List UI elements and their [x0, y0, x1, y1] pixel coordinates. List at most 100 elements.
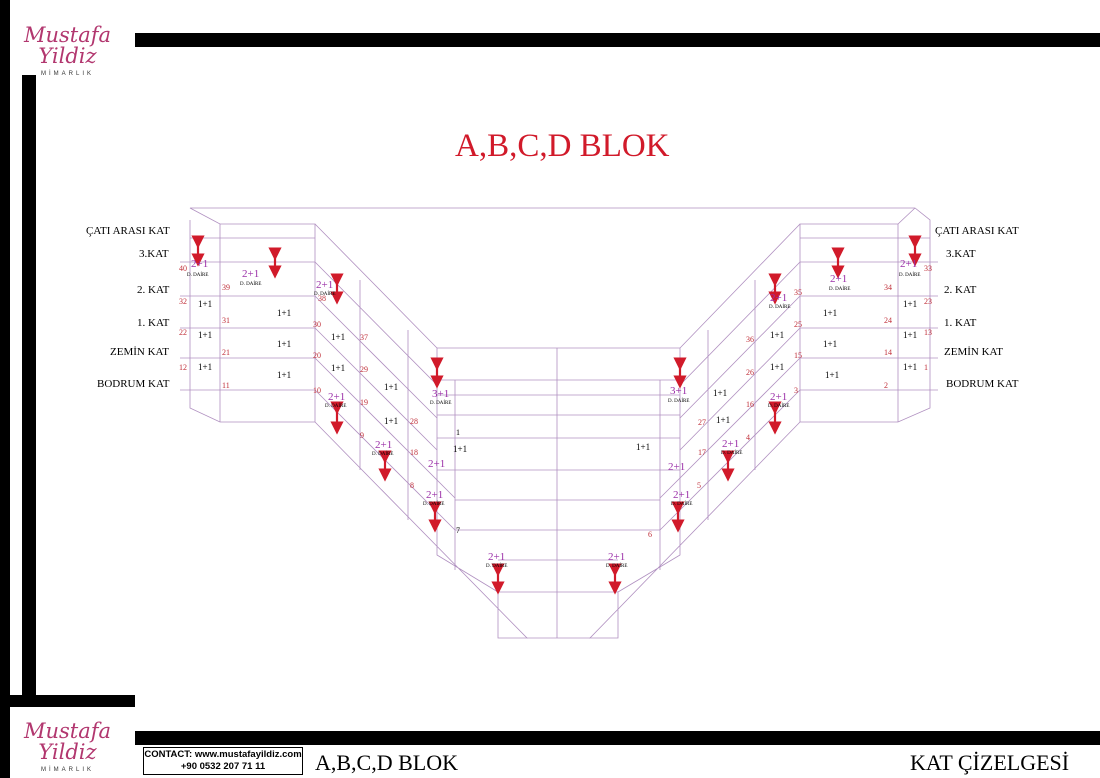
- unit-type-label: 1+1: [277, 308, 291, 318]
- contact-line-phone: +90 0532 207 71 11: [180, 761, 266, 772]
- floor-label-left-ground: ZEMİN KAT: [110, 346, 169, 358]
- unit-number: 36: [746, 335, 754, 344]
- unit-number: 19: [360, 398, 368, 407]
- unit-type-label: 1+1: [716, 415, 730, 425]
- unit-number: 35: [794, 288, 802, 297]
- duplex-label: D. DAİRE: [430, 400, 451, 406]
- contact-box: CONTACT: www.mustafayildiz.com +90 0532 …: [143, 747, 303, 775]
- unit-number: 33: [924, 264, 932, 273]
- unit-number: 40: [179, 264, 187, 273]
- unit-number: 5: [697, 481, 701, 490]
- duplex-label: D. DAİRE: [671, 501, 692, 507]
- unit-type-label: 3+1: [432, 388, 449, 400]
- logo-sub: MİMARLIK: [40, 71, 94, 77]
- unit-type-label: 2+1: [426, 489, 443, 501]
- unit-type-label: 2+1: [608, 551, 625, 563]
- frame-bottom-left: [10, 695, 135, 707]
- floor-label-left-3: 3.KAT: [139, 248, 169, 260]
- unit-type-label: 1+1: [198, 299, 212, 309]
- duplex-label: D. DAİRE: [372, 451, 393, 457]
- unit-type-label: 1+1: [903, 330, 917, 340]
- unit-type-label: 1+1: [453, 444, 467, 454]
- footer-block-name: A,B,C,D BLOK: [315, 750, 459, 775]
- unit-number: 12: [179, 363, 187, 372]
- unit-number: 16: [746, 400, 754, 409]
- unit-number: 34: [884, 283, 892, 292]
- unit-type-label: 2+1: [770, 292, 787, 304]
- unit-type-label: 2+1: [242, 268, 259, 280]
- unit-number: 24: [884, 316, 892, 325]
- unit-type-label: 1+1: [770, 330, 784, 340]
- logo-sub: MİMARLIK: [40, 767, 94, 773]
- unit-number: 32: [179, 297, 187, 306]
- unit-type-label: 2+1: [770, 391, 787, 403]
- unit-number: 38: [318, 294, 326, 303]
- unit-number: 26: [746, 368, 754, 377]
- unit-type-label: 2+1: [673, 489, 690, 501]
- unit-number: 28: [410, 417, 418, 426]
- unit-type-label: 1+1: [823, 339, 837, 349]
- unit-type-label: 1+1: [903, 299, 917, 309]
- duplex-label: D. DAİRE: [240, 281, 261, 287]
- unit-number: 39: [222, 283, 230, 292]
- floor-label-right-basement: BODRUM KAT: [946, 378, 1019, 390]
- unit-number: 7: [456, 526, 460, 535]
- floor-label-right-attic: ÇATI ARASI KAT: [935, 225, 1019, 237]
- footer-sheet-title: KAT ÇİZELGESİ: [910, 750, 1070, 775]
- duplex-label: D. DAİRE: [314, 291, 335, 297]
- duplex-label: D. DAİRE: [668, 398, 689, 404]
- duplex-label: D. DAİRE: [899, 272, 920, 278]
- unit-number: 1: [924, 363, 928, 372]
- unit-number: 20: [313, 351, 321, 360]
- unit-type-label: 1+1: [384, 382, 398, 392]
- unit-type-label: 1+1: [277, 339, 291, 349]
- unit-type-label: 2+1: [488, 551, 505, 563]
- contact-line-web: CONTACT: www.mustafayildiz.com: [144, 749, 302, 760]
- unit-number: 25: [794, 320, 802, 329]
- duplex-label: D. DAİRE: [721, 450, 742, 456]
- duplex-label: D. DAİRE: [325, 403, 346, 409]
- unit-type-label: 1+1: [713, 388, 727, 398]
- unit-number: 14: [884, 348, 892, 357]
- floor-label-left-1: 1. KAT: [137, 317, 170, 329]
- unit-type-label: 3+1: [670, 385, 687, 397]
- logo-bottom: Mustafa Yildiz MİMARLIK: [10, 707, 125, 775]
- unit-type-label: 1+1: [770, 362, 784, 372]
- unit-number: 1: [456, 428, 460, 437]
- unit-type-label: 1+1: [331, 363, 345, 373]
- unit-type-label: 1+1: [384, 416, 398, 426]
- unit-type-label: 1+1: [636, 442, 650, 452]
- duplex-label: D. DAİRE: [769, 304, 790, 310]
- frame-top: [135, 33, 1100, 47]
- unit-number: 23: [924, 297, 932, 306]
- unit-type-label: 1+1: [825, 370, 839, 380]
- frame-bottom: [135, 731, 1100, 745]
- duplex-label: D. DAİRE: [768, 403, 789, 409]
- unit-type-label: 2+1: [900, 258, 917, 270]
- unit-number: 17: [698, 448, 706, 457]
- unit-number: 6: [648, 530, 652, 539]
- floor-label-left-2: 2. KAT: [137, 284, 170, 296]
- frame-left-inner: [22, 75, 36, 700]
- unit-type-label: 2+1: [668, 461, 685, 473]
- unit-number: 21: [222, 348, 230, 357]
- unit-type-label: 2+1: [830, 273, 847, 285]
- unit-number: 30: [313, 320, 321, 329]
- duplex-label: D. DAİRE: [486, 563, 507, 569]
- unit-type-label: 2+1: [375, 439, 392, 451]
- unit-number: 10: [313, 386, 321, 395]
- unit-type-label: 1+1: [331, 332, 345, 342]
- duplex-label: D. DAİRE: [423, 501, 444, 507]
- unit-type-label: 27: [698, 418, 706, 427]
- unit-number: 2: [884, 381, 888, 390]
- unit-number: 13: [924, 328, 932, 337]
- unit-number: 8: [410, 481, 414, 490]
- unit-number: 15: [794, 351, 802, 360]
- unit-type-label: 2+1: [428, 458, 445, 470]
- unit-type-label: 2+1: [722, 438, 739, 450]
- duplex-label: D. DAİRE: [187, 272, 208, 278]
- unit-number: 11: [222, 381, 230, 390]
- unit-type-label: 1+1: [903, 362, 917, 372]
- floor-label-left-attic: ÇATI ARASI KAT: [86, 225, 170, 237]
